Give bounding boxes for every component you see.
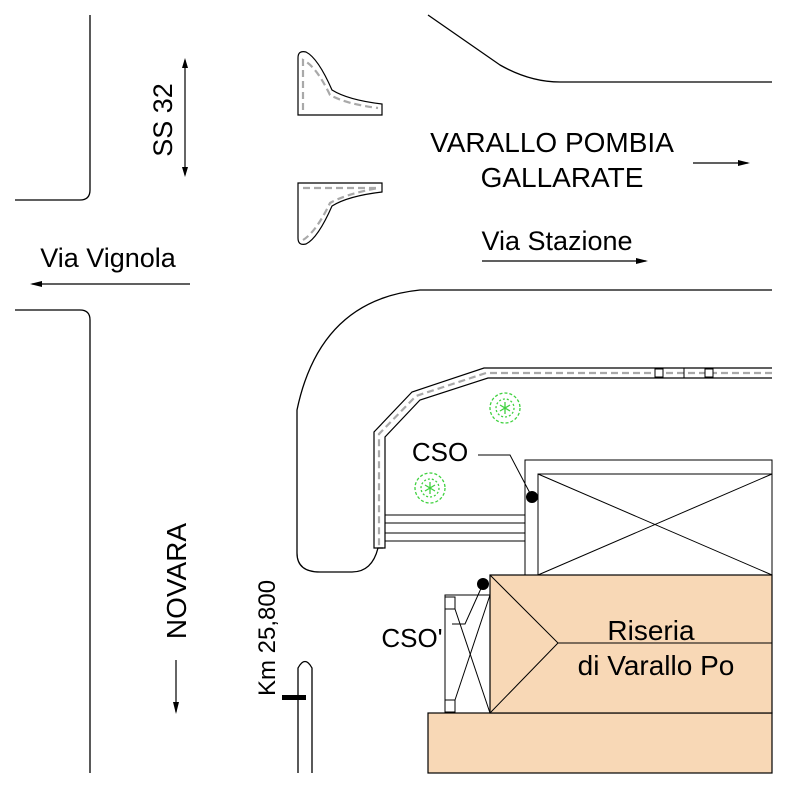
label-km-marker: Km 25,800 bbox=[254, 580, 281, 696]
road-edge-bottom-right bbox=[296, 289, 772, 573]
label-ss32: SS 32 bbox=[148, 83, 178, 157]
driveway bbox=[385, 514, 525, 542]
boundary-wall bbox=[373, 367, 772, 549]
arrow-down-icon bbox=[173, 660, 179, 714]
tree-icon bbox=[489, 392, 521, 424]
road-via-stazione bbox=[296, 14, 772, 573]
label-destination-line1: VARALLO POMBIA bbox=[430, 127, 674, 158]
label-via-vignola: Via Vignola bbox=[40, 243, 177, 273]
label-cso-prime: CSO' bbox=[381, 623, 442, 653]
label-destination-line2: GALLARATE bbox=[481, 162, 644, 193]
kerb-km-area bbox=[282, 660, 313, 773]
arrow-up-down-icon bbox=[182, 58, 188, 177]
traffic-island-lower bbox=[297, 182, 383, 245]
label-cso: CSO bbox=[412, 437, 468, 467]
road-ss32 bbox=[15, 15, 91, 773]
label-via-stazione: Via Stazione bbox=[481, 226, 632, 256]
road-edge-upper-left bbox=[15, 15, 91, 201]
arrow-right-icon bbox=[693, 160, 750, 166]
gate-structure bbox=[444, 594, 491, 714]
road-edge-top-right bbox=[427, 14, 772, 83]
label-novara: NOVARA bbox=[161, 523, 192, 639]
riseria-building bbox=[427, 574, 773, 774]
traffic-island-upper bbox=[297, 51, 383, 116]
tree-icon bbox=[414, 472, 446, 504]
km-marker-post bbox=[282, 695, 306, 700]
arrow-left-icon bbox=[30, 281, 190, 287]
label-riseria-line1: Riseria bbox=[607, 615, 695, 646]
covered-structure bbox=[524, 459, 773, 576]
road-edge-lower-left bbox=[15, 309, 91, 773]
label-riseria-line2: di Varallo Po bbox=[578, 650, 735, 681]
arrow-right-icon bbox=[482, 258, 648, 264]
